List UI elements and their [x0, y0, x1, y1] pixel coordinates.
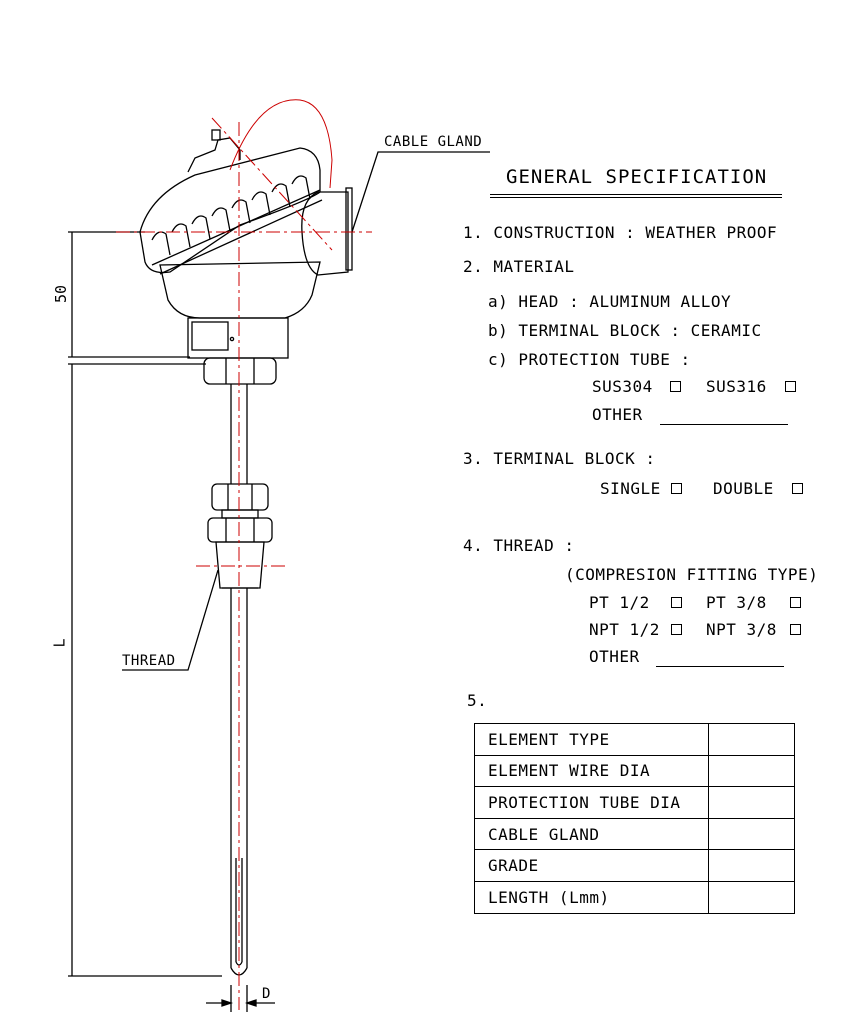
row-value[interactable]	[708, 723, 795, 756]
spec-head: a) HEAD : ALUMINUM ALLOY	[488, 292, 732, 311]
option-pt-half: PT 1/2	[589, 593, 650, 612]
table-row: GRADE	[474, 849, 795, 882]
dimension-D: D	[262, 986, 271, 1002]
spec-item-5: 5.	[467, 691, 488, 710]
checkbox-npt-half[interactable]	[671, 624, 682, 635]
spec-thread: 4. THREAD :	[463, 536, 575, 555]
table-row: PROTECTION TUBE DIA	[474, 786, 795, 819]
table-row: LENGTH (Lmm)	[474, 880, 795, 914]
table-row: ELEMENT WIRE DIA	[474, 754, 795, 788]
title-underline	[490, 194, 782, 198]
spec-material: 2. MATERIAL	[463, 257, 575, 276]
option-other-1: OTHER	[592, 405, 643, 424]
other-2-blank[interactable]	[656, 666, 784, 667]
centerlines	[116, 99, 372, 1010]
row-value[interactable]	[708, 880, 795, 914]
spec-protection-tube: c) PROTECTION TUBE :	[488, 350, 691, 369]
row-value[interactable]	[708, 786, 795, 819]
checkbox-npt-3-8[interactable]	[790, 624, 801, 635]
dimension-lines	[68, 231, 275, 1012]
option-other-2: OTHER	[589, 647, 640, 666]
checkbox-pt-half[interactable]	[671, 597, 682, 608]
row-label: GRADE	[474, 849, 709, 882]
option-sus316: SUS316	[706, 377, 767, 396]
row-value[interactable]	[708, 849, 795, 882]
spec-table: ELEMENT TYPE ELEMENT WIRE DIA PROTECTION…	[474, 723, 795, 914]
checkbox-sus316[interactable]	[785, 381, 796, 392]
table-row: CABLE GLAND	[474, 817, 795, 851]
row-label: LENGTH (Lmm)	[474, 880, 709, 914]
cover-ribs	[151, 175, 311, 256]
row-value[interactable]	[708, 817, 795, 851]
option-sus304: SUS304	[592, 377, 653, 396]
checkbox-double[interactable]	[792, 483, 803, 494]
table-row: ELEMENT TYPE	[474, 723, 795, 756]
option-pt-3-8: PT 3/8	[706, 593, 767, 612]
checkbox-single[interactable]	[671, 483, 682, 494]
option-npt-3-8: NPT 3/8	[706, 620, 777, 639]
row-label: ELEMENT WIRE DIA	[474, 754, 709, 788]
spec-terminal-block-material: b) TERMINAL BLOCK : CERAMIC	[488, 321, 762, 340]
row-value[interactable]	[708, 754, 795, 788]
dimension-50: 50	[52, 284, 71, 304]
leader-lines	[122, 151, 490, 671]
option-single: SINGLE	[600, 479, 661, 498]
spec-fitting-type: (COMPRESION FITTING TYPE)	[565, 565, 819, 584]
spec-terminal-block: 3. TERMINAL BLOCK :	[463, 449, 656, 468]
row-label: PROTECTION TUBE DIA	[474, 786, 709, 819]
spec-title: GENERAL SPECIFICATION	[506, 166, 768, 188]
dimension-L: L	[50, 638, 69, 648]
row-label: ELEMENT TYPE	[474, 723, 709, 756]
row-label: CABLE GLAND	[474, 817, 709, 851]
cable-gland-label: CABLE GLAND	[384, 134, 483, 150]
checkbox-pt-3-8[interactable]	[790, 597, 801, 608]
connection-head	[139, 129, 353, 385]
sheath-tube	[207, 384, 273, 976]
option-npt-half: NPT 1/2	[589, 620, 660, 639]
option-double: DOUBLE	[713, 479, 774, 498]
thread-label: THREAD	[122, 653, 176, 669]
checkbox-sus304[interactable]	[670, 381, 681, 392]
other-1-blank[interactable]	[660, 424, 788, 425]
spec-construction: 1. CONSTRUCTION : WEATHER PROOF	[463, 223, 778, 242]
